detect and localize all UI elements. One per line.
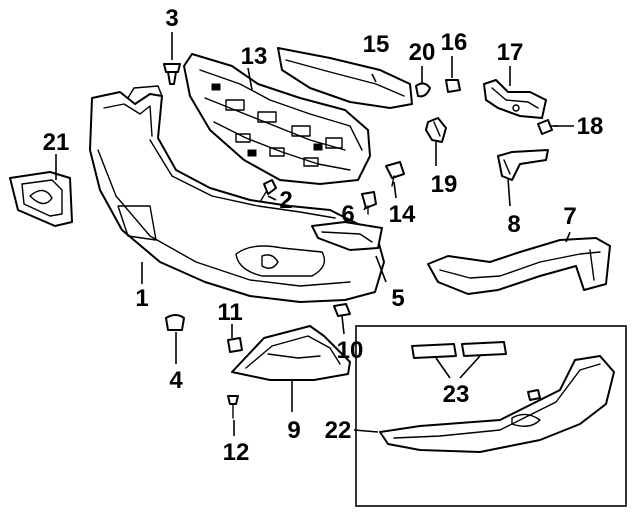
callout-6: 6 [341,201,354,228]
callout-10: 10 [337,337,364,364]
part-13-energy-absorber [183,53,371,185]
part-14-push-pin [385,161,405,187]
callout-12: 12 [223,439,250,466]
part-7-air-duct [427,237,611,295]
callout-4: 4 [169,367,183,394]
callout-11: 11 [217,299,242,326]
callout-21: 21 [43,129,70,156]
part-9-lower-deflector [231,325,351,381]
callout-17: 17 [497,39,524,66]
inset-frame [355,325,627,507]
part-16-retainer [445,79,461,93]
part-18-bolt [537,119,559,135]
part-17-upper-bracket [483,79,547,119]
callout-18: 18 [577,113,604,140]
part-20-clip [415,82,431,98]
part-5-side-bracket [311,221,383,251]
part-6-clip [361,191,377,215]
callout-2: 2 [279,187,292,214]
callout-15: 15 [363,31,390,58]
part-8-bracket [497,149,549,181]
part-19-bracket [425,117,447,143]
part-1-bumper-cover [89,85,385,303]
part-21-fog-lamp-bezel [9,171,73,227]
callout-5: 5 [391,285,404,312]
callout-22: 22 [325,417,352,444]
part-11-nut [227,337,243,353]
part-3-push-retainer [163,63,181,85]
part-23-tape [411,341,507,359]
callout-14: 14 [389,201,416,228]
part-12-screw [227,395,239,419]
leader-lines [55,32,574,436]
callout-1: 1 [135,285,148,312]
callout-16: 16 [441,29,468,56]
part-2-screw [259,179,277,203]
part-4-push-retainer [165,314,185,331]
callout-7: 7 [563,203,576,230]
callout-19: 19 [431,171,458,198]
part-15-absorber-pad [277,47,413,109]
callout-8: 8 [507,211,520,238]
callout-9: 9 [287,417,300,444]
callout-3: 3 [165,5,178,32]
callout-20: 20 [409,39,436,66]
callout-23: 23 [443,381,470,408]
callout-13: 13 [241,43,268,70]
part-22-lower-spoiler [379,355,615,453]
part-10-clip [333,303,351,317]
